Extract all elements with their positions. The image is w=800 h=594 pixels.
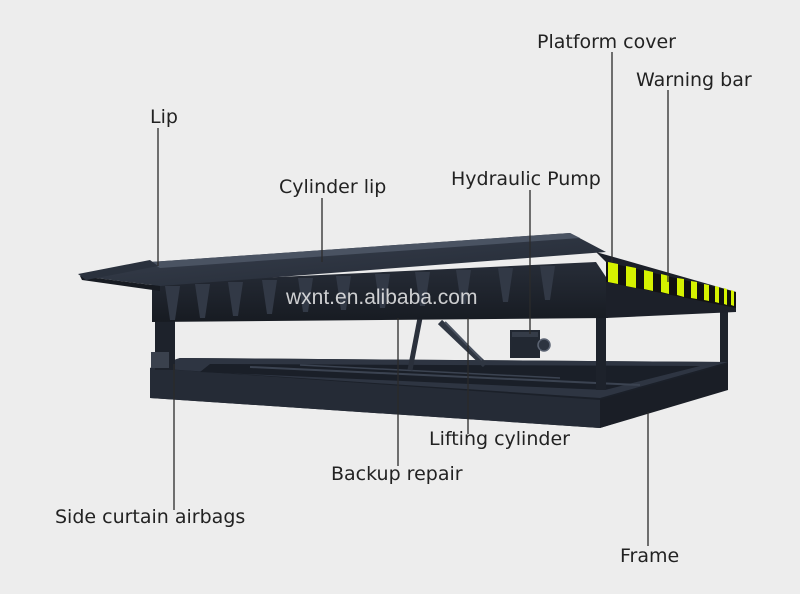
label-frame: Frame	[620, 545, 680, 567]
leader-lines	[157, 52, 669, 546]
platform-side	[152, 262, 608, 322]
platform-deck	[78, 233, 606, 291]
label-lifting-cylinder: Lifting cylinder	[429, 428, 570, 450]
label-warning-bar: Warning bar	[636, 69, 752, 91]
label-platform-cover: Platform cover	[537, 31, 676, 53]
label-side-curtain-airbags: Side curtain airbags	[55, 506, 246, 528]
label-cylinder-lip: Cylinder lip	[279, 176, 387, 198]
watermark: wxnt.en.alibaba.com	[286, 286, 478, 309]
hydraulic-pump-unit	[510, 330, 551, 358]
platform-right-face	[596, 252, 736, 318]
label-backup-repair: Backup repair	[331, 463, 463, 485]
label-hydraulic-pump: Hydraulic Pump	[451, 168, 601, 190]
base-frame	[150, 358, 728, 428]
warning-bar-stripes	[608, 262, 734, 306]
label-lip: Lip	[150, 106, 178, 128]
